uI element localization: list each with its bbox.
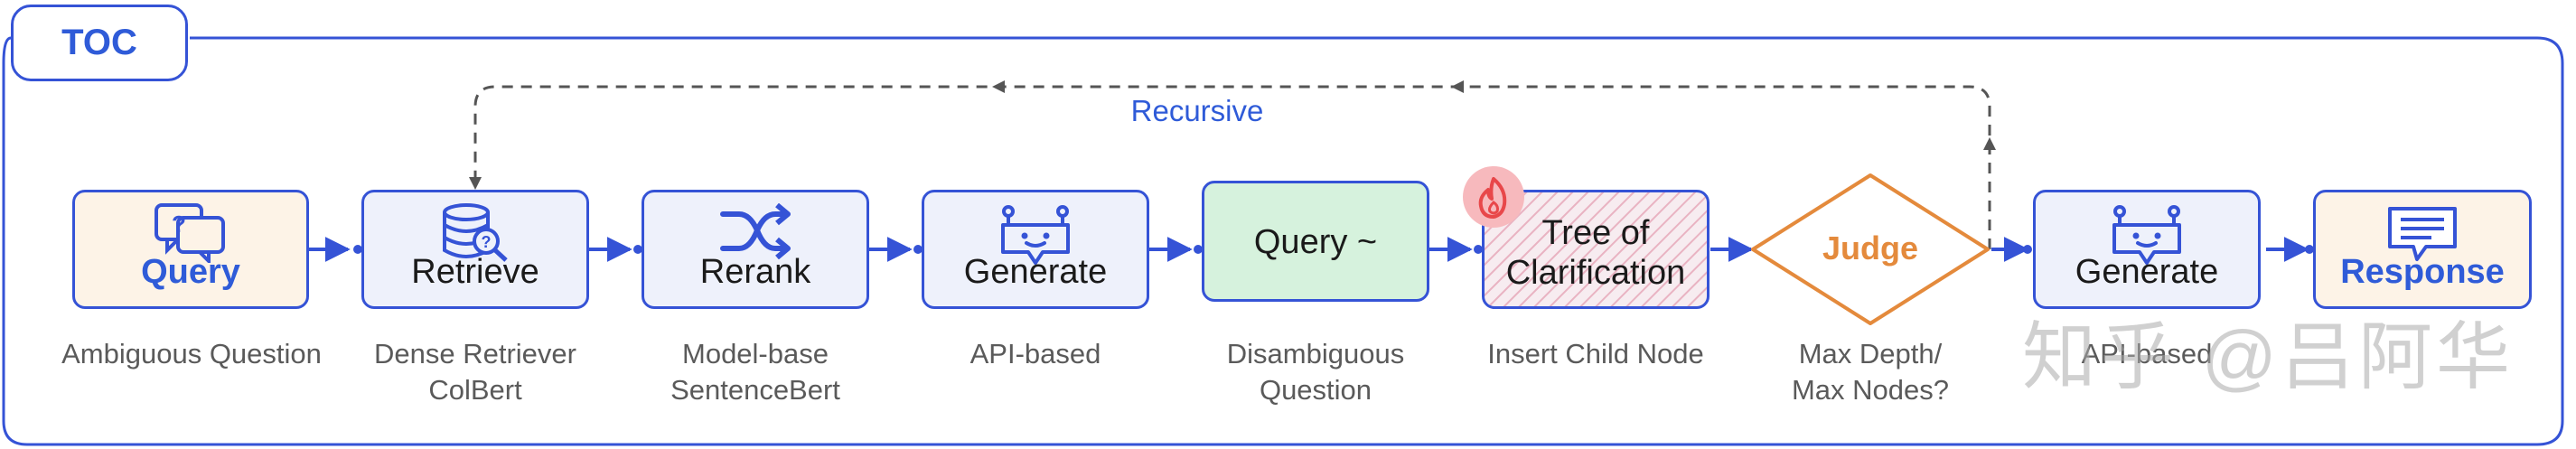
- node-query-tilde-label: Query ~: [1253, 223, 1378, 261]
- shuffle-icon: [719, 202, 792, 264]
- node-judge-label: Judge: [1822, 229, 1918, 267]
- recursive-label: Recursive: [1130, 94, 1264, 127]
- toc-tab-label: TOC: [11, 5, 188, 81]
- node-tree-of-clarification: Tree of Clarification: [1482, 190, 1710, 309]
- node-tree-label-2: Clarification: [1505, 254, 1686, 292]
- caption-rerank-2: SentenceBert: [670, 374, 840, 406]
- robot-chat-icon: [2109, 203, 2185, 271]
- watermark-text: 知乎 @吕阿华: [2022, 316, 2515, 398]
- database-search-icon: ?: [441, 203, 510, 267]
- caption-max-depth: Max Depth/: [1798, 338, 1943, 369]
- node-rerank: Rerank: [642, 190, 869, 309]
- node-response-label: Response: [2340, 253, 2505, 291]
- tree-node-hatch: [1484, 191, 1708, 308]
- caption-insert-child-node: Insert Child Node: [1487, 338, 1704, 369]
- fire-icon: [1463, 166, 1524, 228]
- node-generate-1: Generate: [922, 190, 1149, 309]
- caption-rerank-1: Model-base: [682, 338, 829, 369]
- node-generate-2: Generate: [2033, 190, 2261, 309]
- node-response: Response: [2313, 190, 2532, 309]
- judge-diamond: [1751, 173, 1990, 325]
- node-query-label: Query: [141, 253, 240, 291]
- node-query-tilde: Query ~: [1202, 181, 1429, 302]
- caption-generate-1: API-based: [970, 338, 1101, 369]
- caption-disambiguous-2: Question: [1259, 374, 1372, 406]
- caption-max-nodes: Max Nodes?: [1791, 374, 1950, 406]
- document-chat-icon: [2386, 203, 2459, 271]
- node-retrieve: ? Retrieve: [361, 190, 589, 309]
- recursive-loop-arrow: [473, 85, 1991, 249]
- node-retrieve-label: Retrieve: [411, 253, 539, 291]
- chat-question-icon: ?: [155, 203, 227, 267]
- svg-text:?: ?: [172, 210, 186, 238]
- toc-frame-border: [2, 36, 2564, 446]
- caption-ambiguous-question: Ambiguous Question: [61, 338, 322, 369]
- node-query: ? Query: [72, 190, 309, 309]
- node-rerank-label: Rerank: [699, 253, 811, 291]
- caption-disambiguous-1: Disambiguous: [1226, 338, 1405, 369]
- robot-chat-icon: [998, 203, 1073, 271]
- node-generate-1-label: Generate: [963, 253, 1108, 291]
- caption-generate-2: API-based: [2081, 338, 2213, 369]
- caption-retriever-2: ColBert: [428, 374, 522, 406]
- node-generate-2-label: Generate: [2075, 253, 2219, 291]
- svg-text:?: ?: [482, 233, 492, 251]
- caption-retriever-1: Dense Retriever: [374, 338, 576, 369]
- node-tree-label-1: Tree of: [1541, 214, 1650, 252]
